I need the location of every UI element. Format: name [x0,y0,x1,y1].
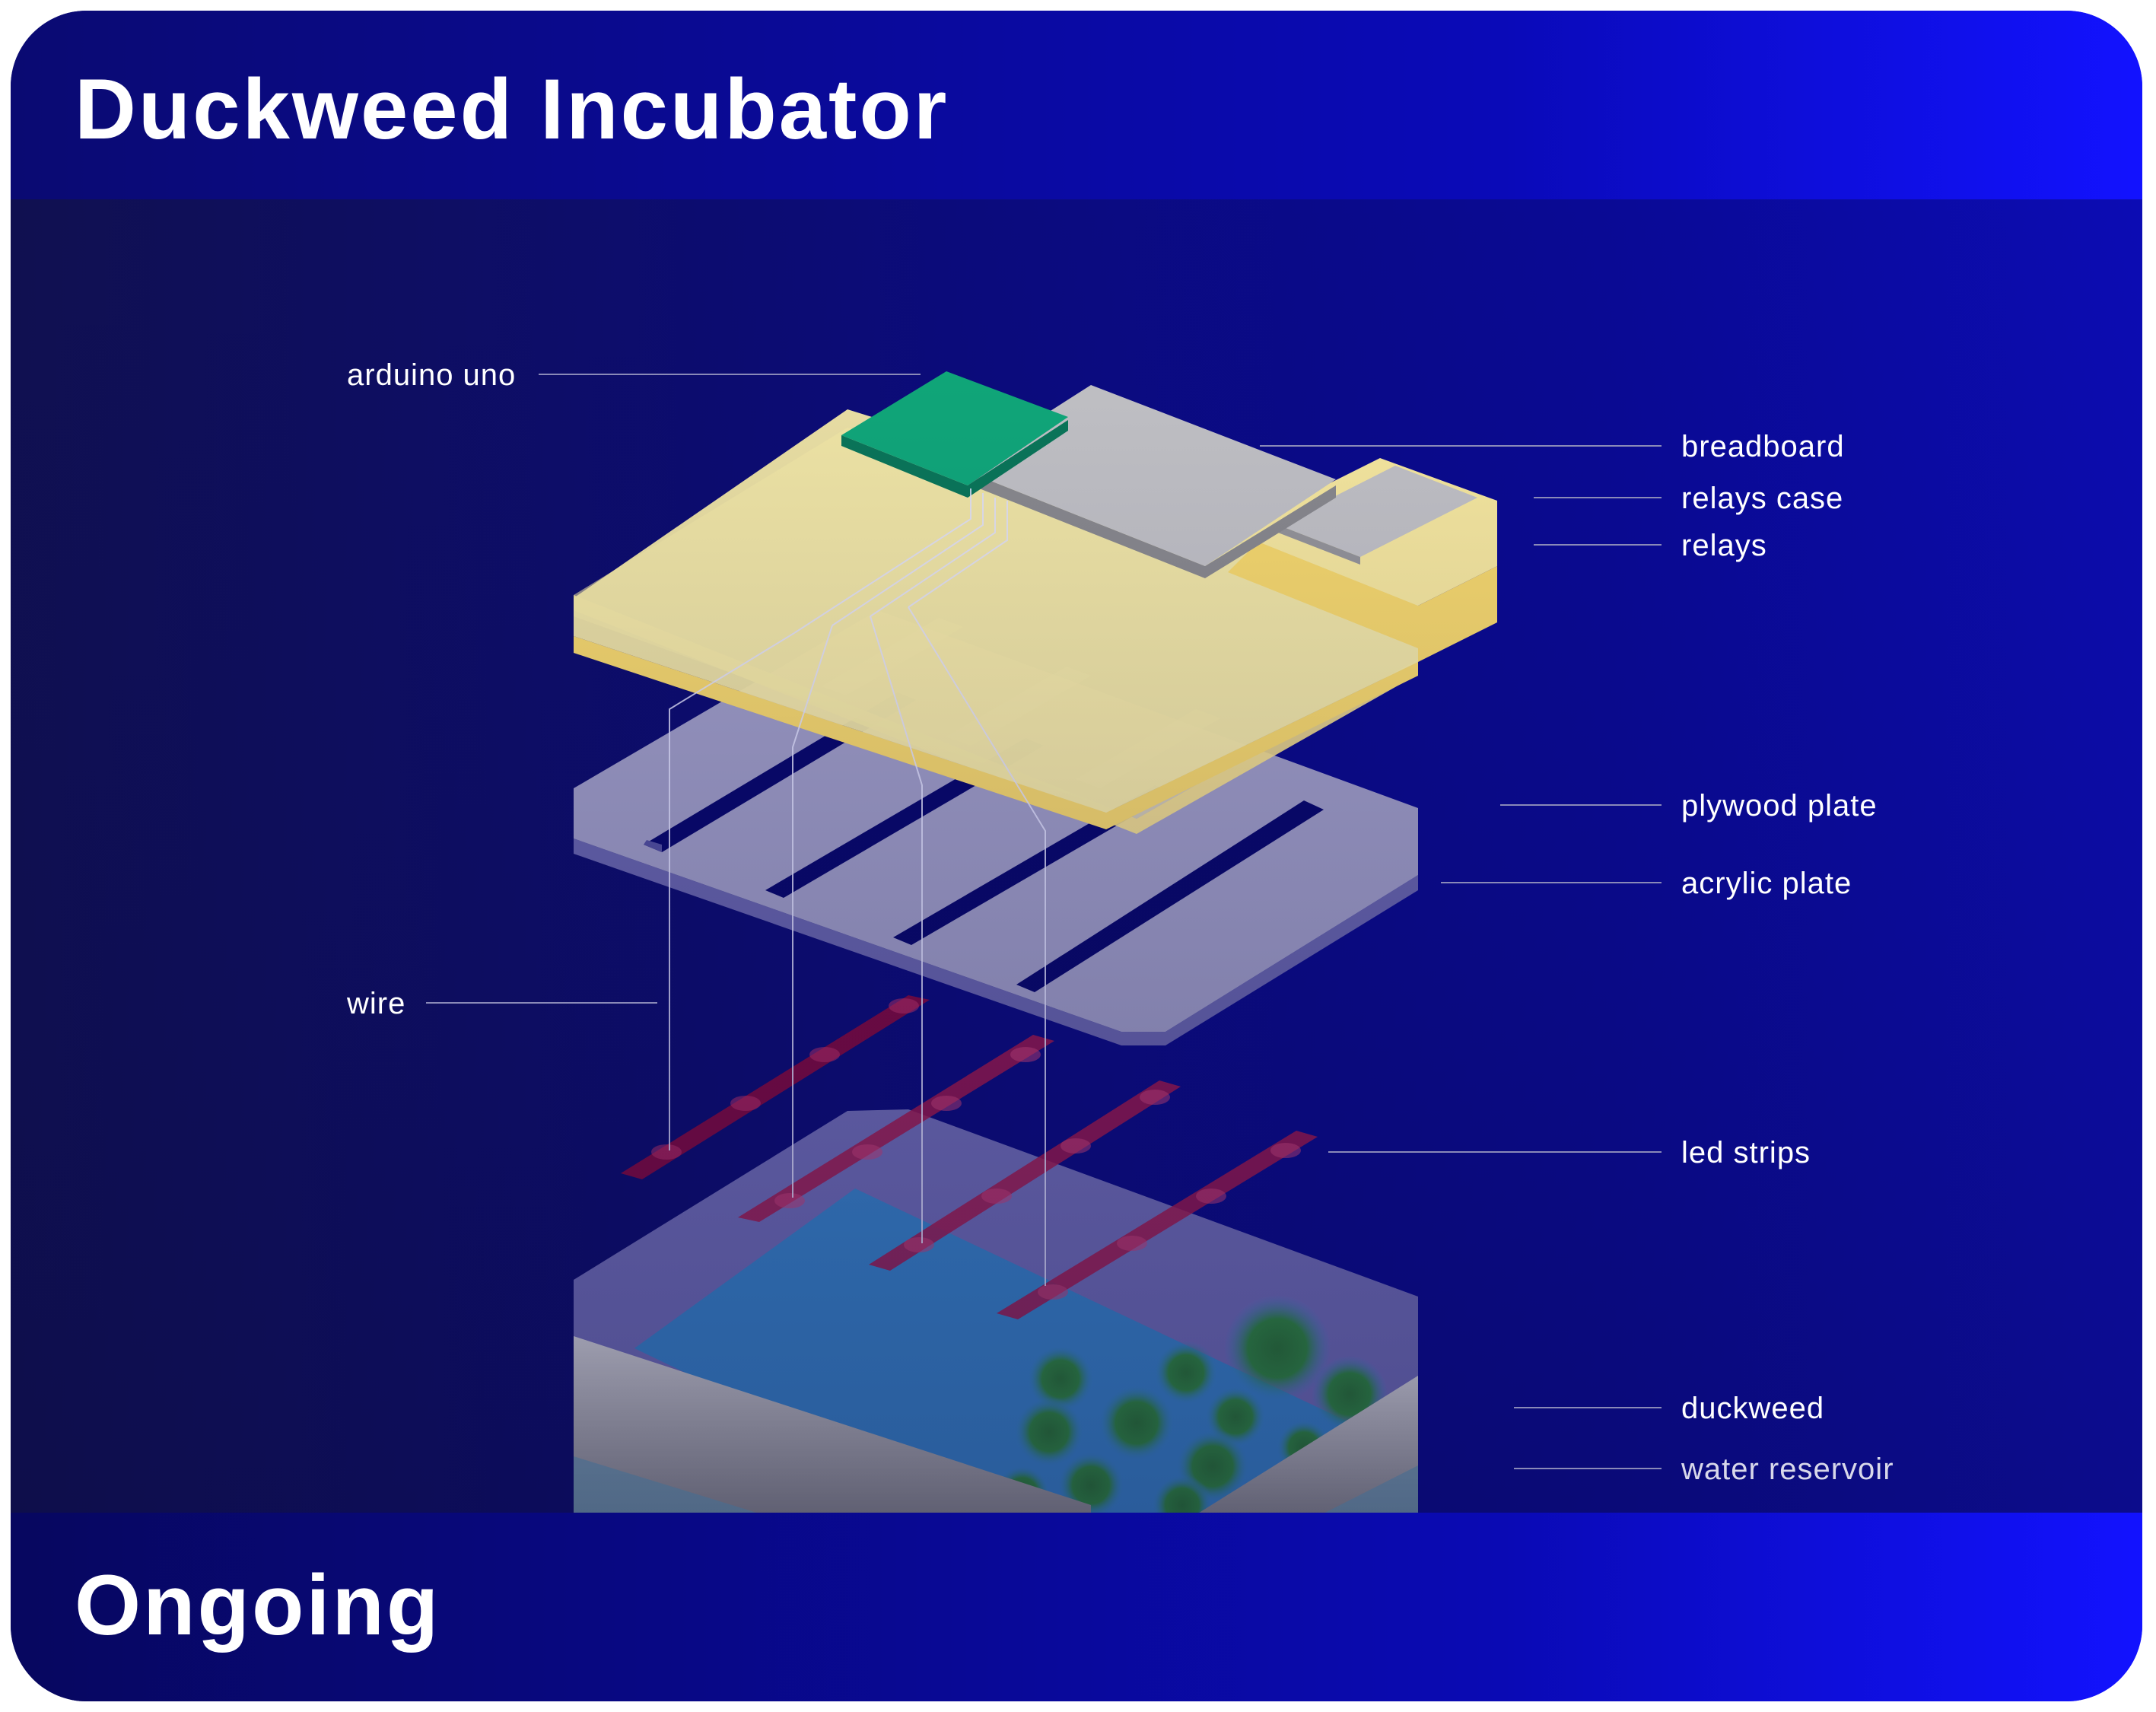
diagram-shade [11,199,2142,1513]
label-plywood-plate: plywood plate [1681,789,1878,823]
label-acrylic-plate: acrylic plate [1681,867,1852,900]
exploded-diagram: arduino uno breadboard relays case relay… [11,199,2142,1513]
header-bar: Duckweed Incubator [11,11,2142,199]
label-relays-case: relays case [1681,482,1843,515]
label-wire: wire [346,987,405,1020]
label-arduino-uno: arduino uno [347,358,516,392]
project-title: Duckweed Incubator [75,62,949,157]
label-water-reservoir: water reservoir [1681,1453,1894,1486]
component-labels: arduino uno breadboard relays case relay… [346,358,1894,1486]
project-status: Ongoing [75,1558,441,1653]
label-duckweed: duckweed [1681,1392,1824,1425]
project-card: Duckweed Incubator [11,11,2142,1701]
label-relays: relays [1681,529,1767,562]
label-led-strips: led strips [1681,1136,1811,1169]
leader-lines [426,374,1662,1469]
label-breadboard: breadboard [1681,430,1845,463]
diagram-canvas: arduino uno breadboard relays case relay… [11,199,2142,1513]
footer-bar: Ongoing [11,1513,2142,1701]
